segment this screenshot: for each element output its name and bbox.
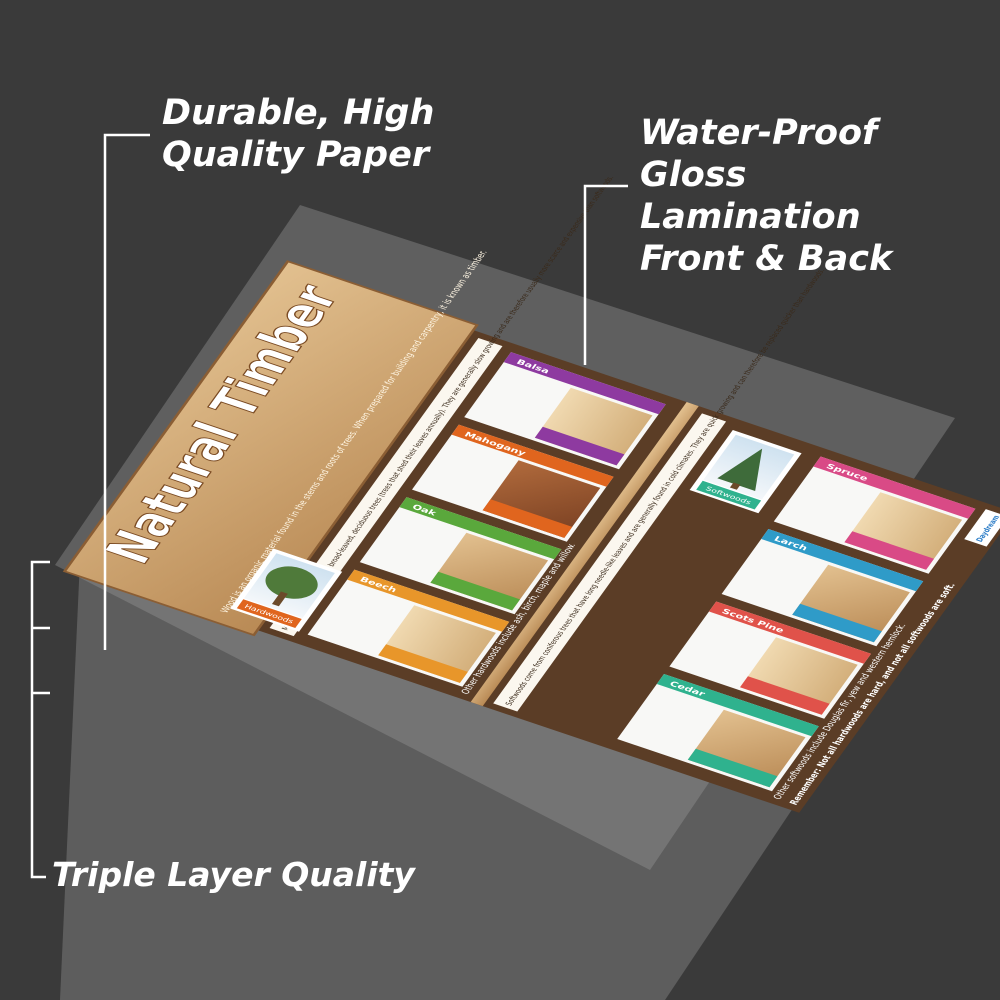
paper-callout-line-1: Durable, High (162, 93, 435, 133)
card-larch: Larch (721, 529, 924, 647)
card-oak: Oak (359, 497, 562, 615)
hardwood-cards: Balsa Mahogany Oak Beech (307, 352, 666, 687)
layer-bracket (30, 560, 50, 879)
card-spruce: Spruce (773, 456, 976, 574)
paper-callout-line-2: Quality Paper (162, 135, 430, 175)
gloss-callout-line (583, 184, 628, 365)
card-cedar: Cedar (617, 674, 819, 792)
paper-quality-callout: Durable, High Quality Paper (162, 92, 462, 176)
gloss-callout-line-3: Front & Back (640, 239, 893, 279)
triple-layer-callout: Triple Layer Quality (52, 855, 415, 894)
softwood-cards: Spruce Larch Scots Pine Ce (617, 456, 976, 792)
paper-callout-line (103, 133, 150, 650)
gloss-lamination-callout: Water-Proof Gloss Lamination Front & Bac… (640, 112, 980, 280)
card-balsa: Balsa (464, 352, 666, 470)
card-beech: Beech (307, 569, 510, 687)
gloss-callout-line-2: Lamination (640, 197, 861, 237)
gloss-callout-line-1: Water-Proof Gloss (640, 113, 878, 195)
